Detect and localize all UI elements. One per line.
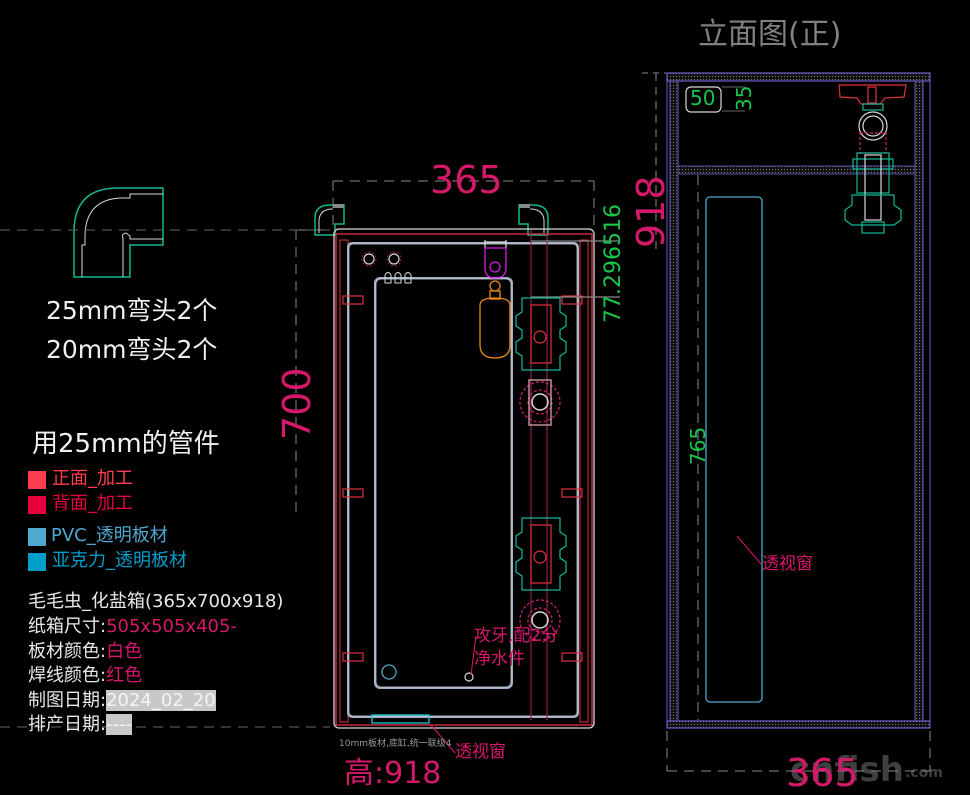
legend-label: 背面_加工: [52, 493, 133, 514]
front-window-label: 透视窗: [455, 742, 506, 762]
legend-swatch-front: [28, 471, 46, 489]
weld-color-label: 焊线颜色:: [28, 665, 107, 686]
elevation-width-dimension: 365: [786, 751, 859, 795]
front-width-dimension: 365: [430, 158, 503, 202]
legend-swatch-acrylic: [28, 553, 46, 571]
bottom-note: 10mm板材,底缸,统一联级4: [339, 739, 452, 749]
float-valve: [479, 240, 511, 359]
elevation-dim-35: 35: [732, 85, 756, 111]
legend-label: 亚克力_透明板材: [52, 550, 187, 571]
elevation-window: [705, 196, 763, 703]
elevation-valve: [838, 84, 907, 234]
production-date-value: ----: [106, 714, 133, 735]
weld-color-value: 红色: [106, 665, 143, 686]
legend-swatch-back: [28, 496, 46, 514]
carton-size-row: 纸箱尺寸:505x505x405-: [28, 618, 237, 636]
draw-date-label: 制图日期:: [28, 690, 107, 711]
offset-dimension: 77.296516: [601, 204, 626, 323]
pipe-assembly: [515, 230, 620, 720]
carton-size-value: 505x505x405-: [106, 616, 237, 637]
total-height-label: 高:918: [344, 756, 442, 791]
front-height-dimension: 700: [275, 367, 319, 440]
outer-wall: [333, 228, 595, 729]
board-color-value: 白色: [106, 641, 143, 662]
svg-text:.com: .com: [905, 765, 943, 781]
elevation-dim-765: 765: [686, 426, 710, 465]
elbow-note-20mm: 20mm弯头2个: [46, 335, 218, 364]
elbow-note-25mm: 25mm弯头2个: [46, 296, 218, 325]
production-date-label: 排产日期:: [28, 714, 107, 735]
legend-label: 正面_加工: [52, 468, 133, 489]
weld-outline-outer: [335, 233, 593, 726]
inner-chamber: [374, 277, 513, 689]
legend-swatch-pvc: [28, 528, 46, 546]
depth-dimension: 918: [629, 175, 673, 248]
front-window: [371, 714, 430, 724]
tapping-note-line2: 净水件: [474, 649, 525, 669]
elbow-fitting-icon: [73, 187, 164, 278]
draw-date-row: 制图日期:2024_02_20: [28, 690, 216, 711]
elevation-window-label: 透视窗: [762, 554, 813, 574]
production-date-row: 排产日期:----: [28, 714, 133, 735]
board-color-row: 板材颜色:白色: [28, 643, 142, 661]
top-elbow-left: [314, 204, 345, 236]
product-title: 毛毛虫_化盐箱(365x700x918): [28, 591, 284, 612]
elevation-dim-50: 50: [690, 86, 716, 110]
weld-color-row: 焊线颜色:红色: [28, 667, 142, 685]
legend-label: PVC_透明板材: [51, 525, 168, 546]
top-elbow-right: [518, 204, 549, 236]
board-color-label: 板材颜色:: [28, 641, 107, 662]
elevation-view: [642, 72, 931, 729]
inner-tank: [347, 242, 579, 718]
front-view: [0, 180, 620, 754]
watermark-graphic: cnfish: [790, 750, 904, 790]
elevation-title: 立面图(正): [698, 17, 842, 52]
fitting-note: 用25mm的管件: [32, 429, 220, 459]
tapping-note-line1: 攻牙,配2分: [474, 626, 559, 646]
carton-size-label: 纸箱尺寸:: [28, 616, 107, 637]
draw-date-value: 2024_02_20: [106, 690, 216, 711]
